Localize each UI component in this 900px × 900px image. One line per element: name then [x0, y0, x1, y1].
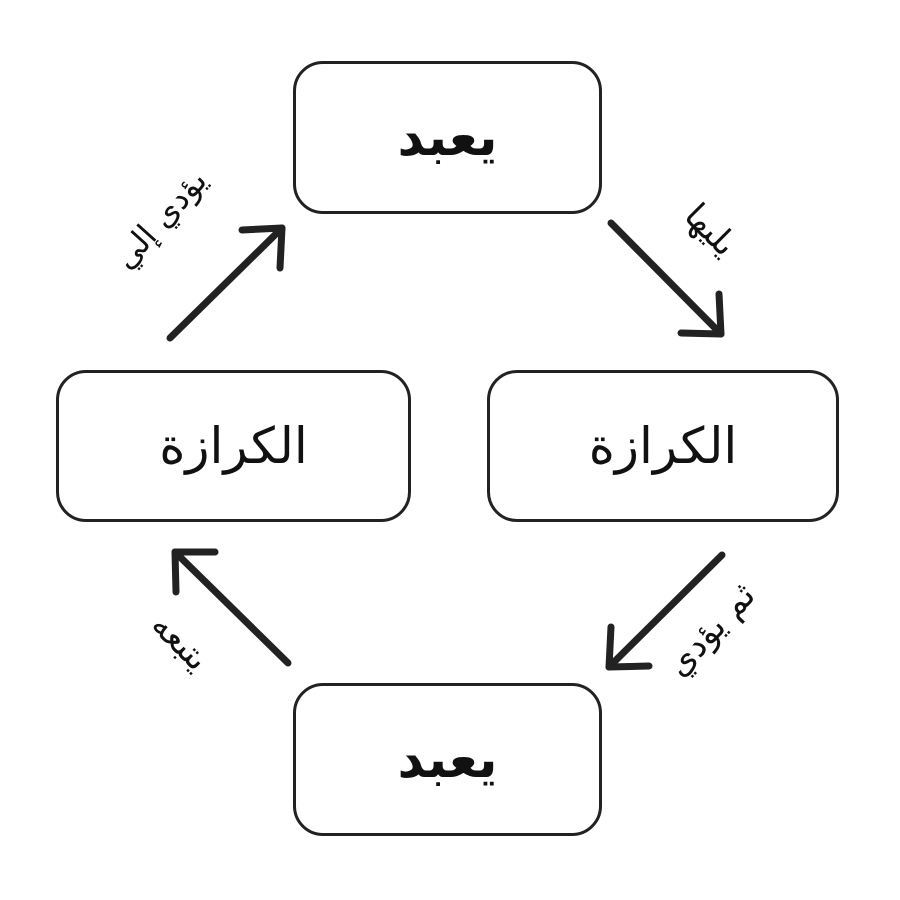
node-bottom: يعبد: [293, 683, 602, 836]
arrow-bottom-to-left: [171, 548, 292, 667]
node-left: الكرازة: [56, 370, 411, 522]
node-top: يعبد: [293, 61, 602, 214]
node-left-label: الكرازة: [159, 417, 308, 475]
node-right: الكرازة: [487, 370, 839, 522]
arrow-top-to-right: [607, 219, 725, 338]
node-bottom-label: يعبد: [397, 729, 498, 790]
arrow-right-to-bottom: [605, 551, 726, 671]
arrow-left-to-top: [166, 224, 286, 342]
node-right-label: الكرازة: [588, 417, 738, 475]
node-top-label: يعبد: [397, 107, 498, 168]
